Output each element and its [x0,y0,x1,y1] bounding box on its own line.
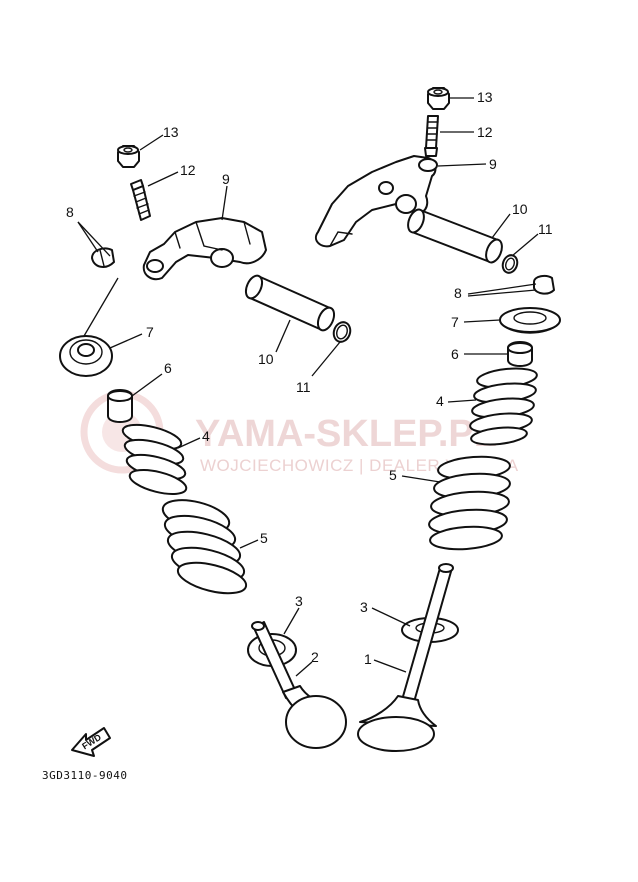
callout-12-right: 12 [477,124,493,140]
callout-13-left: 13 [163,124,179,140]
callout-7-left: 7 [146,324,154,340]
callout-13-right: 13 [477,89,493,105]
diagram-code: 3GD3110-9040 [42,769,127,782]
watermark-brand: YAMA-SKLEP.PL [195,413,497,455]
intake-valve-1 [357,563,454,752]
callout-9-left: 9 [222,171,230,187]
callout-6-left: 6 [164,360,172,376]
callout-7-right: 7 [451,314,459,330]
stem-seal-6-right [507,341,533,367]
valve-spring-inner-4-left [121,423,188,495]
spring-retainer-7-right [499,307,561,334]
watermark: YAMA-SKLEP.PL WOJCIECHOWICZ | DEALER YAM… [80,390,518,475]
callout-10-left: 10 [258,351,274,367]
rocker-shaft-10-right [407,208,503,264]
callout-11-right: 11 [538,221,553,237]
adjusting-screw-12-right [424,115,439,157]
valve-spring-outer-5-right [428,455,511,551]
spring-retainer-7-left [59,335,113,377]
callout-2: 2 [311,649,319,665]
callouts: 13 12 9 8 7 10 11 6 4 5 3 2 13 12 9 10 1… [66,89,553,667]
valve-cotter-8-right [533,274,555,295]
rocker-arm-9-right [314,155,438,248]
callout-3-left: 3 [295,593,303,609]
stem-seal-6-left [107,389,133,423]
nut-13-left [117,145,140,168]
callout-4-right: 4 [436,393,444,409]
callout-5-right: 5 [389,467,397,483]
callout-9-right: 9 [489,156,497,172]
callout-6-right: 6 [451,346,459,362]
valve-spring-outer-5-left [161,499,248,595]
valve-spring-inner-4-right [469,367,538,446]
leader-lines [77,97,539,677]
callout-4-left: 4 [202,428,210,444]
nut-13-right [427,87,450,110]
callout-5-left: 5 [260,530,268,546]
callout-12-left: 12 [180,162,196,178]
forward-direction-arrow-icon: FWD [71,727,111,757]
callout-3-right: 3 [360,599,368,615]
rocker-arm-9-left [142,217,267,281]
o-ring-11-right [501,254,519,274]
o-ring-11-left [332,321,352,343]
callout-10-right: 10 [512,201,528,217]
rocker-shaft-10-left [244,274,336,332]
adjusting-screw-12-left [130,179,151,221]
callout-8-left: 8 [66,204,74,220]
exhaust-valve-2 [251,621,347,749]
callout-8-right: 8 [454,285,462,301]
valve-cotter-8-left [91,247,115,268]
callout-11-left: 11 [296,379,311,395]
callout-1: 1 [364,651,372,667]
